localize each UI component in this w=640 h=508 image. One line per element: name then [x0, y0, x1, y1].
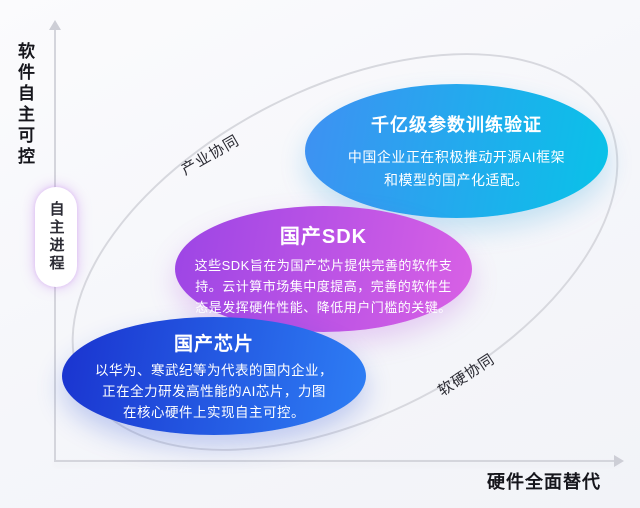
- bubble-text-line: 以华为、寒武纪等为代表的国内企业，: [95, 363, 333, 378]
- bubble-text-line: 在核心硬件上实现自主可控。: [123, 405, 305, 420]
- x-axis-arrow-icon: [614, 455, 624, 467]
- bubble-domestic-chip: 国产芯片 以华为、寒武纪等为代表的国内企业， 正在全力研发高性能的AI芯片，力图…: [62, 317, 366, 435]
- bubble-title: 国产芯片: [173, 334, 254, 355]
- process-pill: 自主进程: [35, 187, 77, 287]
- process-pill-label: 自主进程: [47, 201, 65, 273]
- bubble-domestic-sdk: 国产SDK 这些SDK旨在为国产芯片提供完善的软件支 持。云计算市场集中度提高，…: [175, 206, 472, 332]
- bubble-text-line: 这些SDK旨在为国产芯片提供完善的软件支: [194, 258, 453, 273]
- bubble-text-line: 正在全力研发高性能的AI芯片，力图: [102, 384, 326, 399]
- bubble-title: 千亿级参数训练验证: [371, 114, 542, 135]
- y-axis-arrow-icon: [49, 20, 61, 30]
- bubble-text-line: 和模型的国产化适配。: [384, 171, 529, 188]
- y-axis-label: 软件自主可控: [15, 42, 34, 168]
- bubble-training-validation: 千亿级参数训练验证 中国企业正在积极推动开源AI框架 和模型的国产化适配。: [305, 84, 608, 218]
- bubble-text-line: 持。云计算市场集中度提高，完善的软件生: [195, 279, 452, 294]
- bubble-text-line: 中国企业正在积极推动开源AI框架: [347, 148, 566, 165]
- x-axis-line: [54, 460, 620, 462]
- bubble-text-line: 态是发挥硬件性能、降低用户门槛的关键。: [195, 300, 452, 315]
- bubble-title: 国产SDK: [279, 226, 368, 248]
- x-axis-label: 硬件全面替代: [487, 472, 601, 492]
